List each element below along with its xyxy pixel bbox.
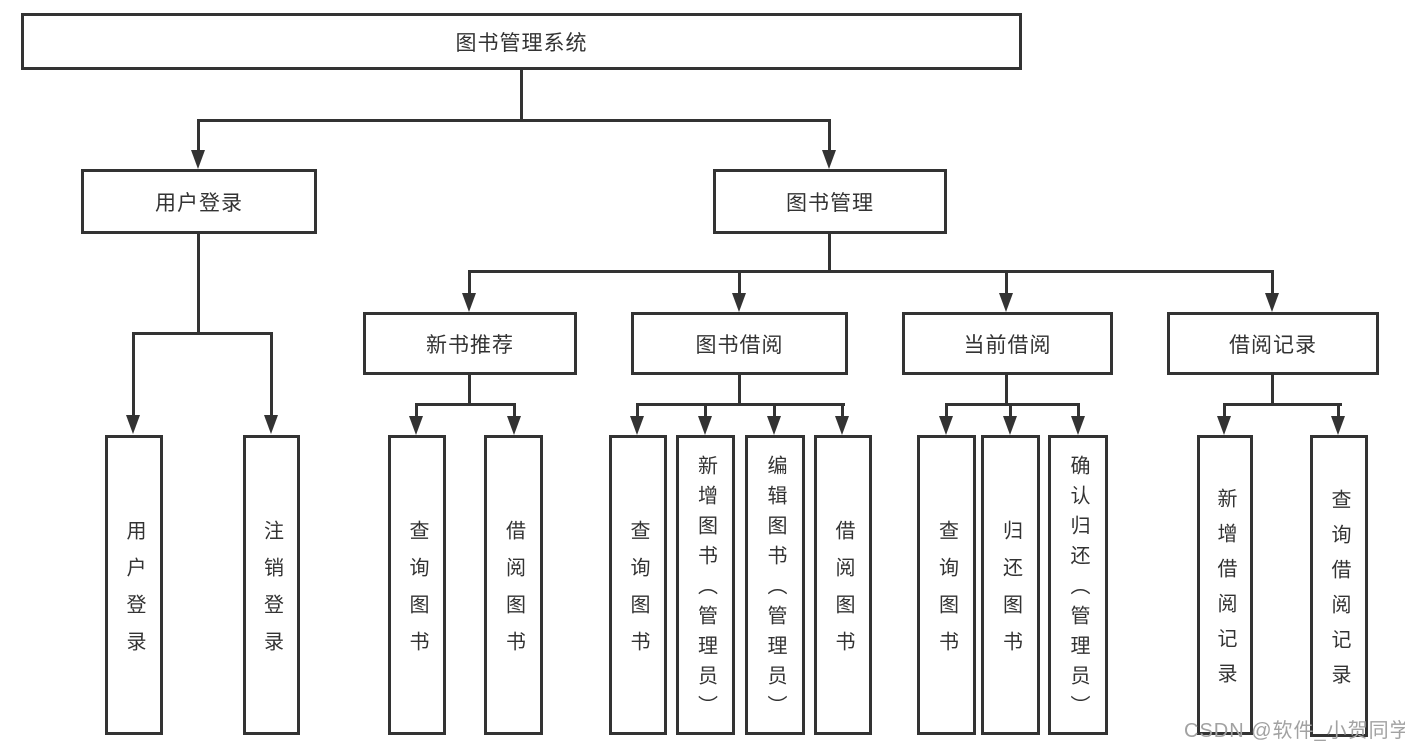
line-segment xyxy=(1009,403,1012,417)
node-label: 图书管理系统 xyxy=(455,31,588,55)
arrowhead-down-icon xyxy=(999,293,1013,312)
node-book-management: 图书管理 xyxy=(713,169,947,234)
leaf-borrow-book-under-borrow: 借阅图书 xyxy=(814,435,872,735)
leaf-user-login: 用户登录 xyxy=(105,435,163,735)
line-segment xyxy=(520,70,523,120)
arrowhead-down-icon xyxy=(1071,416,1085,435)
node-label: 确认归还（管理员） xyxy=(1067,455,1089,725)
node-label: 借阅图书 xyxy=(502,519,525,668)
line-segment xyxy=(738,375,741,406)
leaf-borrow-book-under-recommend: 借阅图书 xyxy=(484,435,543,735)
leaf-confirm-return-admin: 确认归还（管理员） xyxy=(1048,435,1108,735)
arrowhead-down-icon xyxy=(630,416,644,435)
line-segment xyxy=(773,403,776,417)
leaf-edit-book-admin: 编辑图书（管理员） xyxy=(745,435,805,735)
node-label: 新增借阅记录 xyxy=(1214,487,1236,698)
arrowhead-down-icon xyxy=(1265,293,1279,312)
arrowhead-down-icon xyxy=(732,293,746,312)
arrowhead-down-icon xyxy=(264,415,278,434)
line-segment xyxy=(1077,403,1080,417)
node-label: 图书管理 xyxy=(786,191,874,215)
line-segment xyxy=(945,403,948,417)
line-segment xyxy=(513,403,516,417)
line-segment xyxy=(841,403,844,417)
line-segment xyxy=(468,375,471,406)
line-segment xyxy=(636,403,639,417)
line-segment xyxy=(1005,270,1008,295)
line-segment xyxy=(132,332,135,416)
leaf-query-borrow-record: 查询借阅记录 xyxy=(1310,435,1368,737)
line-segment xyxy=(415,403,516,406)
line-segment xyxy=(468,270,1274,273)
line-segment xyxy=(828,234,831,273)
node-new-book-recommend: 新书推荐 xyxy=(363,312,577,375)
node-label: 借阅图书 xyxy=(832,519,854,668)
arrowhead-down-icon xyxy=(409,416,423,435)
line-segment xyxy=(270,332,273,416)
line-segment xyxy=(197,234,200,335)
leaf-logout-login: 注销登录 xyxy=(243,435,300,735)
line-segment xyxy=(1271,270,1274,295)
node-label: 注销登录 xyxy=(260,519,283,668)
arrowhead-down-icon xyxy=(191,150,205,169)
node-label: 当前借阅 xyxy=(963,333,1052,357)
arrowhead-down-icon xyxy=(698,416,712,435)
arrowhead-down-icon xyxy=(767,416,781,435)
node-label: 查询借阅记录 xyxy=(1328,488,1350,699)
node-label: 查询图书 xyxy=(935,519,958,668)
line-segment xyxy=(828,119,831,152)
arrowhead-down-icon xyxy=(1003,416,1017,435)
arrowhead-down-icon xyxy=(1331,416,1345,435)
node-label: 借阅记录 xyxy=(1229,333,1317,357)
arrowhead-down-icon xyxy=(835,416,849,435)
arrowhead-down-icon xyxy=(939,416,953,435)
line-segment xyxy=(197,119,831,122)
leaf-query-book-under-recommend: 查询图书 xyxy=(388,435,446,735)
leaf-add-borrow-record: 新增借阅记录 xyxy=(1197,435,1253,735)
line-segment xyxy=(468,270,471,295)
leaf-query-book-under-borrow: 查询图书 xyxy=(609,435,667,735)
csdn-watermark: CSDN @软件_小贺同学 xyxy=(1184,720,1405,742)
line-segment xyxy=(738,270,741,295)
line-segment xyxy=(1005,375,1008,406)
node-label: 编辑图书（管理员） xyxy=(764,455,786,725)
node-book-borrow: 图书借阅 xyxy=(631,312,848,375)
node-label: 查询图书 xyxy=(627,519,649,668)
node-user-login: 用户登录 xyxy=(81,169,317,234)
node-current-borrow: 当前借阅 xyxy=(902,312,1113,375)
node-root-system: 图书管理系统 xyxy=(21,13,1022,70)
line-segment xyxy=(1223,403,1342,406)
node-label: 新书推荐 xyxy=(426,333,514,357)
node-label: 归还图书 xyxy=(999,519,1022,668)
line-segment xyxy=(415,403,418,417)
arrowhead-down-icon xyxy=(126,415,140,434)
line-segment xyxy=(197,119,200,152)
line-segment xyxy=(1271,375,1274,406)
arrowhead-down-icon xyxy=(462,293,476,312)
arrowhead-down-icon xyxy=(822,150,836,169)
leaf-return-book: 归还图书 xyxy=(981,435,1040,735)
node-label: 新增图书（管理员） xyxy=(694,455,717,725)
node-label: 用户登录 xyxy=(123,519,145,668)
line-segment xyxy=(1337,403,1340,417)
line-segment xyxy=(1223,403,1226,417)
leaf-add-book-admin: 新增图书（管理员） xyxy=(676,435,735,735)
node-label: 用户登录 xyxy=(155,191,243,215)
line-segment xyxy=(636,403,845,406)
line-segment xyxy=(704,403,707,417)
leaf-query-book-under-current: 查询图书 xyxy=(917,435,976,735)
line-segment xyxy=(132,332,273,335)
node-borrow-records: 借阅记录 xyxy=(1167,312,1379,375)
node-label: 查询图书 xyxy=(406,519,428,668)
node-label: 图书借阅 xyxy=(695,333,784,357)
arrowhead-down-icon xyxy=(1217,416,1231,435)
line-segment xyxy=(945,403,1080,406)
arrowhead-down-icon xyxy=(507,416,521,435)
